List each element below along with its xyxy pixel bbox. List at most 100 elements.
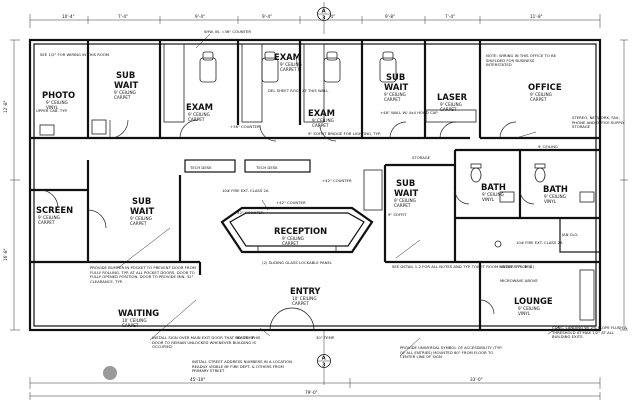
note-upper-cabinet: UPPER CAB. TYP. <box>36 108 68 113</box>
section-letter-top: A <box>322 9 326 15</box>
room-laser: LASER 9' CEILING CARPET <box>437 92 468 112</box>
room-bath-2: BATH 9' CEILING VINYL <box>543 184 568 204</box>
note-microwave: MICROWAVE ABOVE <box>500 278 538 283</box>
note-pocket-bumper: PROVIDE BUMPER IN POCKET TO PREVENT DOOR… <box>90 266 196 284</box>
room-name: SCREEN <box>36 205 73 215</box>
room-floor: CARPET <box>440 107 457 112</box>
room-ceiling: 9' CEILING <box>518 306 540 311</box>
room-name: WAITING <box>118 308 159 318</box>
note-fire-ext-1: 10# FIRE EXT. CLASS 2A <box>222 188 269 193</box>
room-exam-1: EXAM 9' CEILING CARPET <box>186 102 213 122</box>
room-floor: CARPET <box>38 220 55 225</box>
note-counter-36: +36" COUNTER <box>230 124 260 129</box>
note-fire-ext-2: 10# FIRE EXT. CLASS 2A <box>516 240 563 245</box>
counters <box>39 43 595 321</box>
room-name: RECEPTION <box>274 226 327 236</box>
note-wiring-room: SEE 1/2" FOR WIRING IN THIS ROOM <box>40 52 109 57</box>
room-screen: SCREEN 9' CEILING CARPET <box>36 205 73 225</box>
room-sub-wait-2: SUB WAIT 9' CEILING CARPET <box>384 72 408 102</box>
dim-top-2: 7'-4" <box>118 14 128 19</box>
room-waiting: WAITING 10' CEILING CARPET <box>118 308 159 328</box>
room-ceiling: 9' CEILING <box>46 100 68 105</box>
dimension-labels: 10'-4" 7'-4" 9'-4" 9'-4" 9'-4" 9'-8" 7'-… <box>3 14 543 395</box>
note-hood-cap: +48" WALL W/ 4x4 HOOD CAP <box>380 110 438 115</box>
section-sheet-top: 3 <box>322 16 326 22</box>
room-name: LASER <box>437 92 468 102</box>
room-lounge: LOUNGE 9' CEILING VINYL <box>514 296 553 316</box>
room-name-line1: SUB <box>386 72 405 82</box>
note-counter-42-b: +42" COUNTER <box>276 200 306 205</box>
leader-lines <box>117 33 561 357</box>
room-floor: CARPET <box>530 97 547 102</box>
room-sub-wait-3: SUB WAIT 9' CEILING CARPET <box>130 196 154 226</box>
dim-top-4: 9'-4" <box>262 14 272 19</box>
dim-left-1: 12'-8" <box>3 100 8 113</box>
room-ceiling: 9' CEILING <box>440 102 462 107</box>
note-soffit-bridge: 9" SOFFIT BRIDGE FOR LIGHTING, TYP. <box>308 131 381 136</box>
room-ceiling: 10' CEILING <box>292 296 317 301</box>
section-mark-bottom: A 3 <box>317 330 331 385</box>
note-counter-42-c: +42" COUNTER <box>234 210 264 215</box>
note-stereo-storage: STEREO, NETWORK, FAX, PHONE AND OFFICE S… <box>572 116 625 129</box>
room-ceiling: 9' CEILING <box>114 90 136 95</box>
room-name-line2: WAIT <box>114 80 138 90</box>
note-street-address: INSTALL STREET ADDRESS NUMBERS IN A LOCA… <box>192 360 292 373</box>
room-name-line2: WAIT <box>394 188 418 198</box>
room-name: EXAM <box>308 108 335 118</box>
note-tech-desk-2: TECH DESK <box>255 165 278 170</box>
room-bath-1: BATH 9' CEILING VINYL <box>481 182 506 202</box>
room-ceiling: 9' CEILING <box>312 118 334 123</box>
dim-total: 79'-0" <box>305 390 318 395</box>
room-name: OFFICE <box>528 82 562 92</box>
room-floor: CARPET <box>394 203 411 208</box>
dim-bottom-2: 33'-0" <box>470 377 483 382</box>
room-floor: VINYL <box>46 105 59 110</box>
room-exam-3: EXAM 9' CEILING CARPET <box>308 108 335 128</box>
note-sheet-rock: DEL SHEET ROCK AT THIS WALL <box>268 88 329 93</box>
note-exit-sign: INSTALL SIGN OVER MAIN EXIT DOOR THAT RE… <box>152 336 260 349</box>
room-ceiling: 9' CEILING <box>544 194 566 199</box>
room-ceiling: 9' CEILING <box>384 92 406 97</box>
note-temp-1: 30" TEMP. <box>236 335 255 340</box>
room-name: BATH <box>543 184 568 194</box>
room-exam-2: EXAM 9' CEILING CARPET <box>274 52 302 72</box>
note-glass-panel: (2) SLIDING GLASS LOCKABLE PANEL <box>262 260 333 265</box>
room-photo: PHOTO 9' CEILING VINYL <box>42 90 75 110</box>
note-temp-2: 30" TEMP. <box>316 335 335 340</box>
note-jan-clo: JAN CLO. <box>561 232 578 237</box>
dimension-lines <box>10 14 628 400</box>
room-name: PHOTO <box>42 90 75 100</box>
interior-walls <box>30 40 601 330</box>
room-floor: CARPET <box>282 241 299 246</box>
room-floor: VINYL <box>482 197 495 202</box>
room-name-line2: WAIT <box>130 206 154 216</box>
note-under-counter: UNDER CTR. REF. <box>500 264 533 269</box>
room-ceiling: 9' CEILING <box>282 236 304 241</box>
note-see-detail: SEE DETAIL 1-2 FOR ALL NOTES AND TYP. TO… <box>392 264 535 269</box>
doors <box>39 119 535 331</box>
note-counter-42-a: +42" COUNTER <box>322 178 352 183</box>
room-name: LOUNGE <box>514 296 553 306</box>
dim-top-1: 10'-4" <box>62 14 75 19</box>
exam-chairs <box>199 51 397 83</box>
room-name-line1: SUB <box>116 70 135 80</box>
note-accessibility-symbol: PROVIDE UNIVERSAL SYMBOL OF ACCESSIBILIT… <box>400 346 502 359</box>
room-ceiling: 9' CEILING <box>482 192 504 197</box>
room-name: ENTRY <box>290 286 321 296</box>
room-floor: CARPET <box>122 323 139 328</box>
note-tech-desk-1: TECH DESK <box>189 165 212 170</box>
location-marker-dot <box>103 366 117 380</box>
room-labels: PHOTO 9' CEILING VINYL SUB WAIT 9' CEILI… <box>36 52 568 328</box>
room-name: EXAM <box>274 52 301 62</box>
room-name: BATH <box>481 182 506 192</box>
room-ceiling: 9' CEILING <box>394 198 416 203</box>
note-office-wiring: NOTE: WIRING IN THIS OFFICE TO BE SHIELD… <box>486 54 556 67</box>
note-ceiling-9: 9' CEILING <box>538 144 558 149</box>
note-soffit: 9" SOFFIT <box>388 212 407 217</box>
room-floor: VINYL <box>544 199 557 204</box>
room-ceiling: 9' CEILING <box>130 216 152 221</box>
room-floor: CARPET <box>384 97 401 102</box>
room-sub-wait-4: SUB WAIT 9' CEILING CARPET <box>394 178 418 208</box>
room-entry: ENTRY 10' CEILING CARPET <box>290 286 321 306</box>
